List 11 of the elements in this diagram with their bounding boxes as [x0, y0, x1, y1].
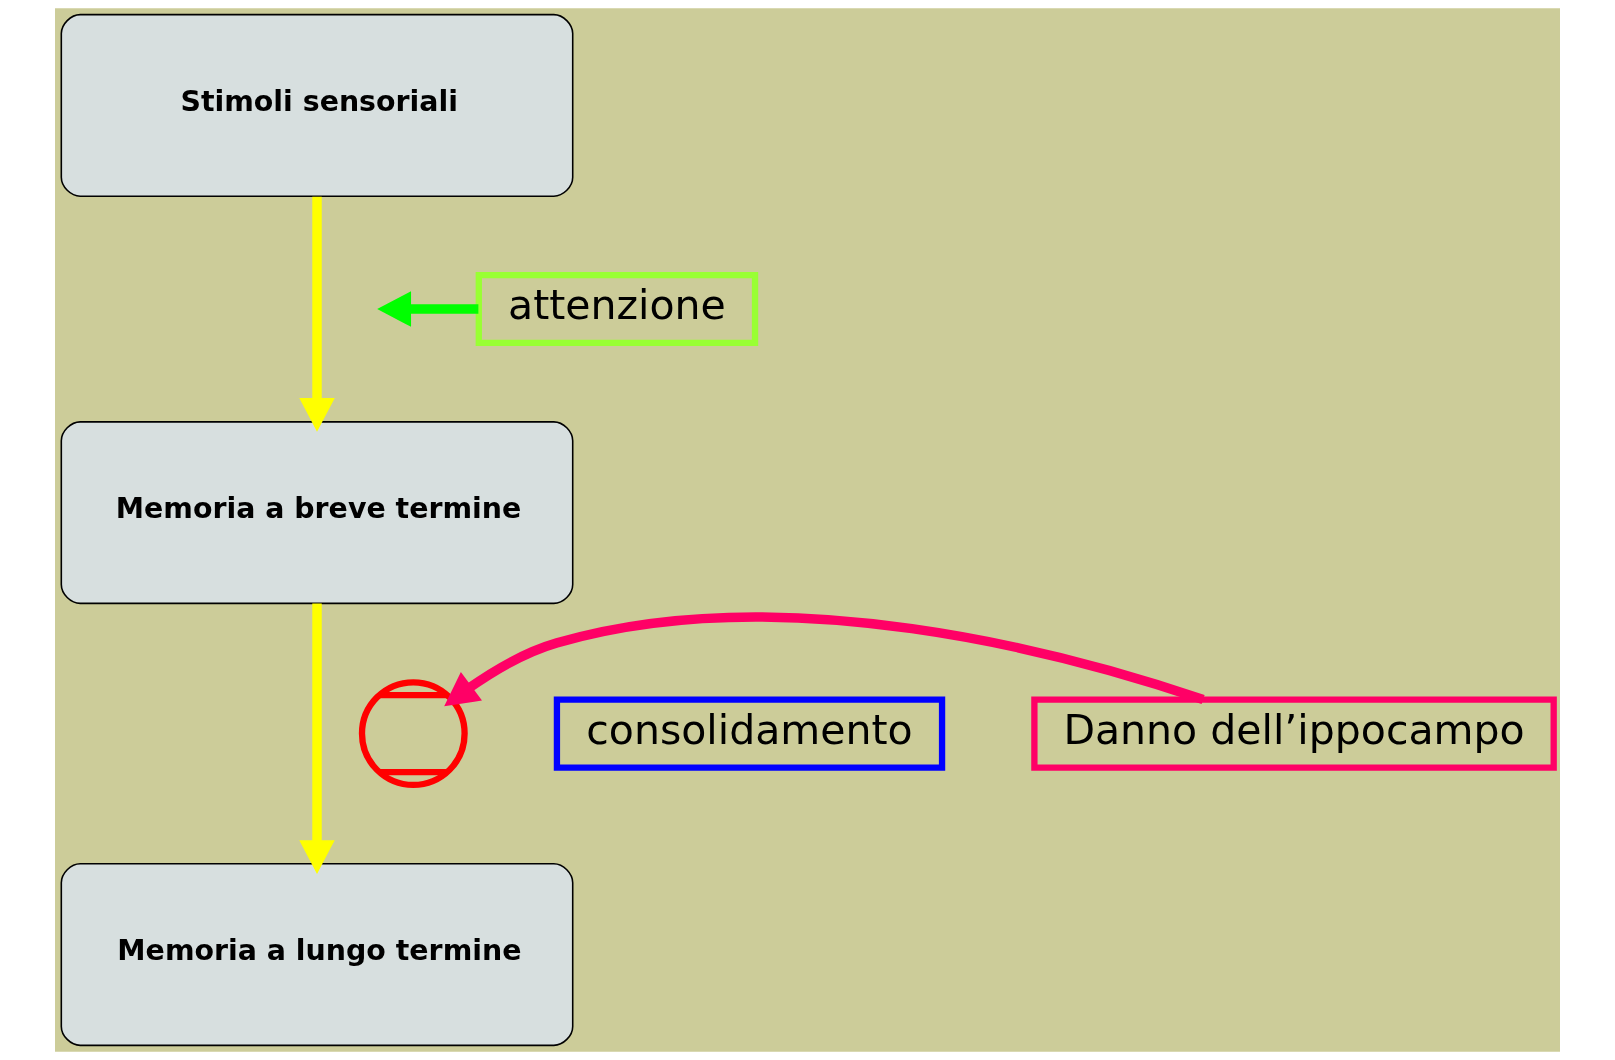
arrow	[299, 603, 335, 874]
arrow	[299, 196, 335, 432]
arrow	[444, 612, 1205, 707]
arrow	[377, 291, 479, 327]
node-box: attenzione	[475, 271, 759, 347]
node-box: Memoria a lungo termine	[60, 863, 574, 1047]
node-box: consolidamento	[553, 696, 946, 771]
node-box: Stimoli sensoriali	[60, 13, 574, 197]
node-cross	[358, 679, 468, 789]
node-box: Memoria a breve termine	[60, 421, 574, 605]
node-box: Danno dell’ippocampo	[1031, 696, 1557, 771]
